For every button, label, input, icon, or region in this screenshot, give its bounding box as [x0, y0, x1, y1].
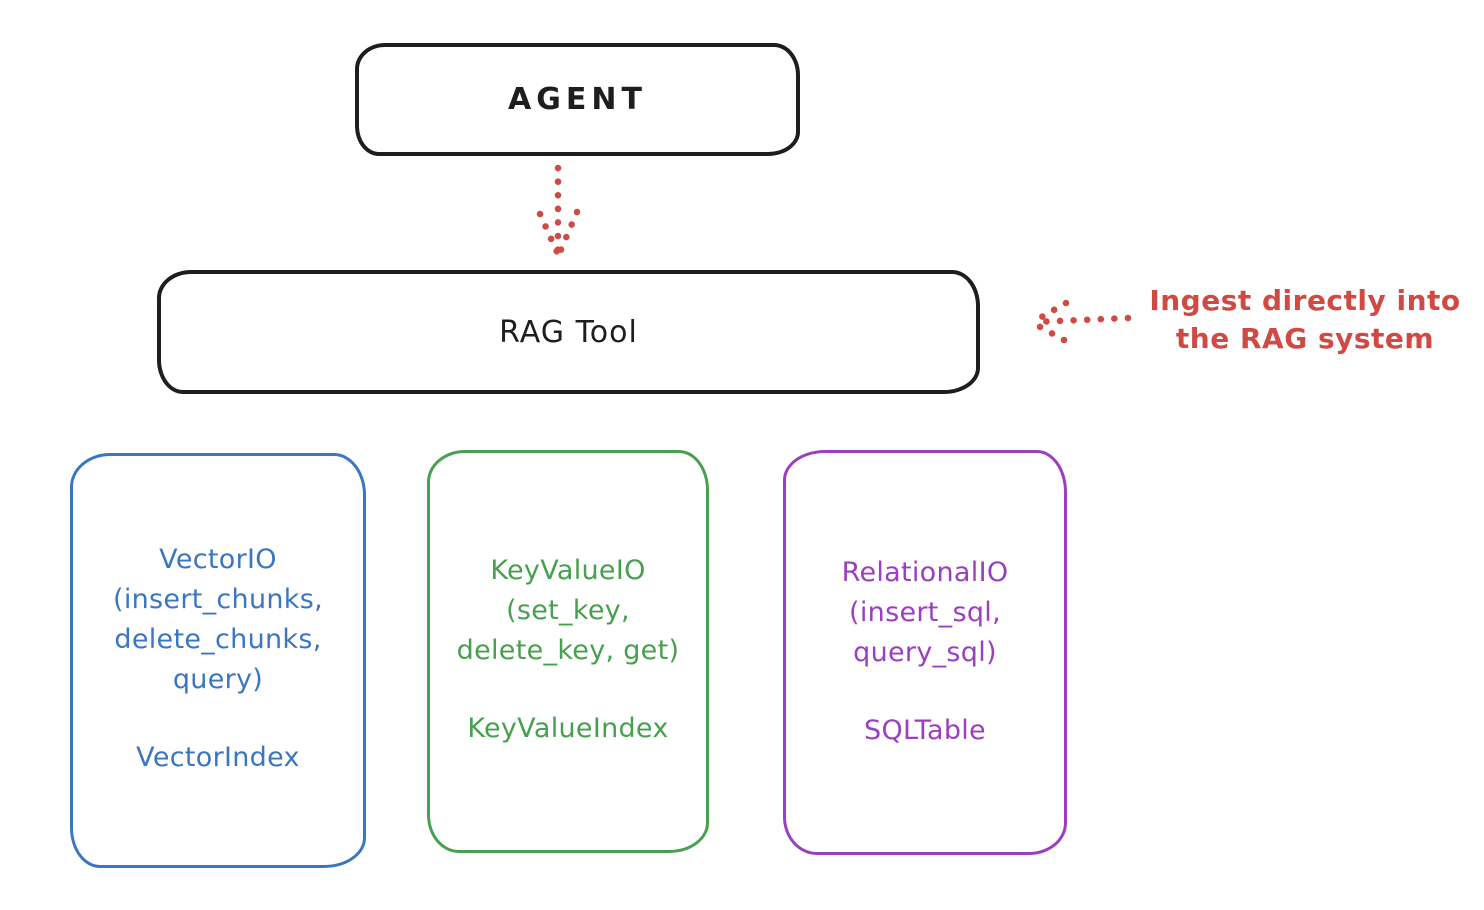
vector-io-line: VectorIO [159, 544, 277, 575]
annotation-to-rag-arrow [1029, 299, 1132, 344]
sql-table-label: SQLTable [864, 715, 986, 746]
keyvalue-io-line: delete_key, get) [456, 635, 680, 666]
relational-io-node: RelationalIO (insert_sql, query_sql) SQL… [783, 450, 1067, 855]
vector-io-line: query) [172, 664, 264, 695]
ingest-annotation-line2: the RAG system [1175, 322, 1435, 355]
vector-io-node: VectorIO (insert_chunks, delete_chunks, … [70, 453, 366, 868]
relational-io-line: (insert_sql, [849, 597, 1001, 628]
relational-io-line: RelationalIO [841, 557, 1009, 588]
vector-io-line: delete_chunks, [114, 624, 322, 655]
rag-tool-label: RAG Tool [499, 314, 638, 350]
ingest-annotation-line1: Ingest directly into [1149, 284, 1461, 317]
agent-label: AGENT [508, 82, 647, 117]
relational-io-line: query_sql) [853, 637, 997, 668]
agent-to-rag-arrow [536, 164, 581, 257]
keyvalue-io-node: KeyValueIO (set_key, delete_key, get) Ke… [427, 450, 709, 853]
agent-node: AGENT [355, 43, 800, 156]
rag-tool-node: RAG Tool [157, 270, 980, 394]
keyvalue-io-line: (set_key, [506, 595, 630, 626]
vector-io-line: (insert_chunks, [113, 584, 323, 615]
keyvalue-io-line: KeyValueIO [490, 555, 646, 586]
ingest-annotation: Ingest directly into the RAG system [1135, 282, 1475, 358]
keyvalue-index-label: KeyValueIndex [467, 713, 669, 744]
vector-index-label: VectorIndex [136, 742, 300, 773]
